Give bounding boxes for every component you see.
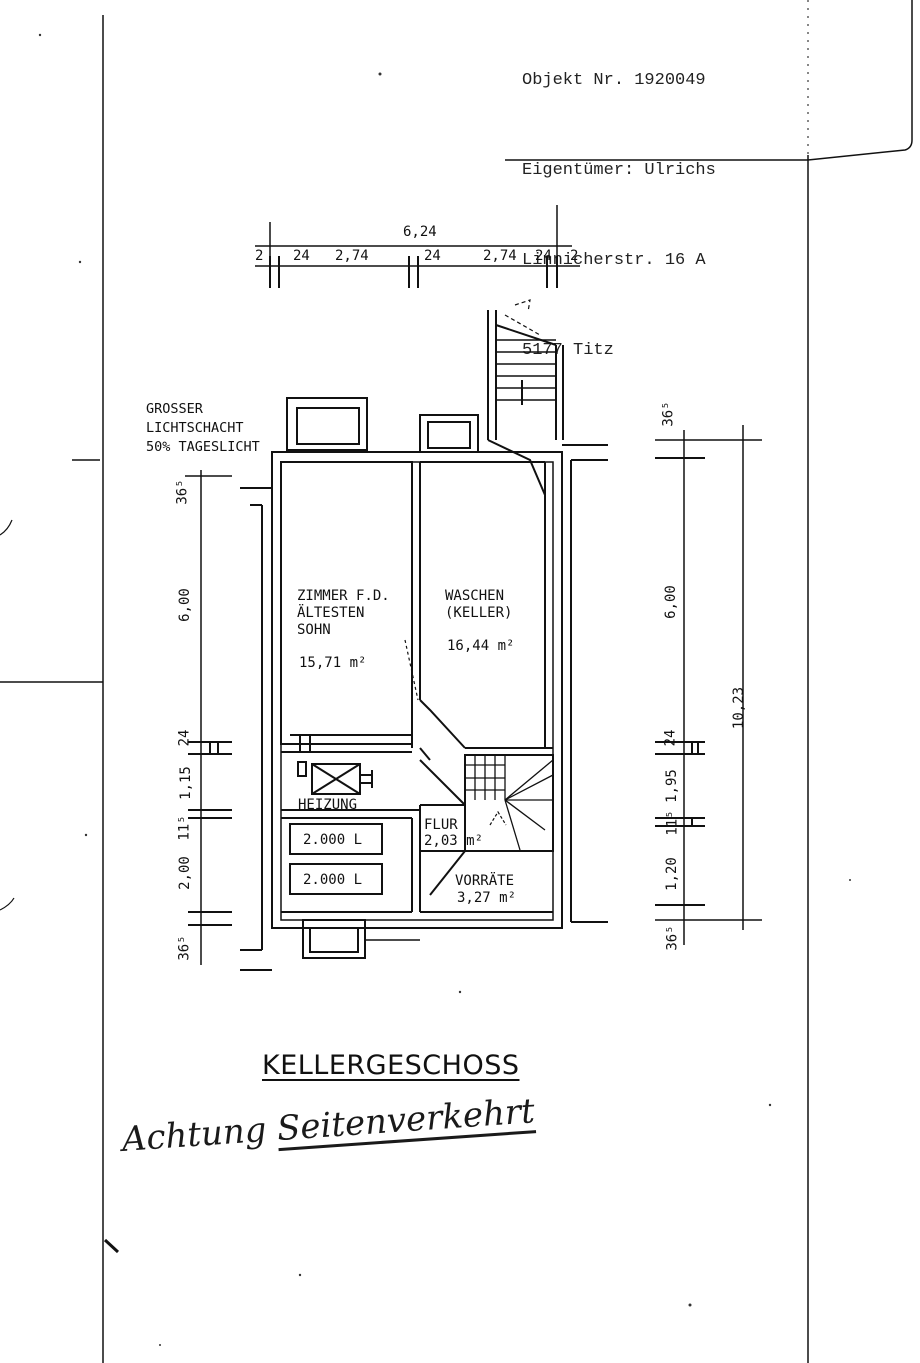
tank-2-label: 2.000 L xyxy=(303,872,363,888)
dim-right-3: 24 xyxy=(662,729,679,747)
room-zimmer-name: ZIMMER F.D. ÄLTESTEN SOHN xyxy=(297,588,390,638)
dim-left-1: 36⁵ xyxy=(174,479,191,505)
dim-right-2: 6,00 xyxy=(662,585,679,619)
dim-right-7: 36⁵ xyxy=(664,925,681,951)
floor-title: KELLERGESCHOSS xyxy=(262,1050,520,1081)
dim-top-seg-3: 2,74 xyxy=(335,248,369,264)
room-vorraete-name: VORRÄTE xyxy=(455,873,515,889)
dim-right-6: 1,20 xyxy=(663,857,680,891)
dim-right-4: 1,95 xyxy=(663,769,680,803)
room-waschen-area: 16,44 m² xyxy=(447,638,515,654)
room-flur-name: FLUR xyxy=(424,817,458,833)
dim-left-3: 24 xyxy=(176,729,193,747)
dim-top-seg-4: 24 xyxy=(424,248,441,264)
dim-left-5: 11⁵ xyxy=(176,815,193,841)
room-flur-area: 2,03 m² xyxy=(424,833,484,849)
dim-left-7: 36⁵ xyxy=(176,935,193,961)
room-heizung-name: HEIZUNG xyxy=(298,797,358,813)
dim-left-6: 2,00 xyxy=(176,856,193,890)
stamp-object-number: Objekt Nr. 1920049 xyxy=(522,71,706,90)
dim-top-seg-7: 2 xyxy=(570,248,579,264)
dim-top-total: 6,24 xyxy=(403,224,437,240)
dim-right-1: 36⁵ xyxy=(660,401,677,427)
dim-right-total: 10,23 xyxy=(731,686,748,730)
dim-top-seg-1: 2 xyxy=(255,248,264,264)
lightwell-label: GROSSER LICHTSCHACHT 50% TAGESLICHT xyxy=(146,401,260,455)
dim-top-seg-6: 24 xyxy=(535,248,552,264)
dim-left-4: 1,15 xyxy=(177,766,194,800)
dim-top-seg-5: 2,74 xyxy=(483,248,517,264)
room-vorraete-area: 3,27 m² xyxy=(457,890,517,906)
stamp-city: 5177 Titz xyxy=(522,341,614,360)
tank-1-label: 2.000 L xyxy=(303,832,363,848)
room-zimmer-area: 15,71 m² xyxy=(299,655,367,671)
room-waschen-name: WASCHEN (KELLER) xyxy=(445,588,513,621)
stamp-owner: Eigentümer: Ulrichs xyxy=(522,161,716,180)
dim-top-seg-2: 24 xyxy=(293,248,310,264)
dim-right-5: 11⁵ xyxy=(664,810,681,836)
property-stamp: Objekt Nr. 1920049 Eigentümer: Ulrichs L… xyxy=(522,6,716,426)
dim-left-2: 6,00 xyxy=(176,588,193,622)
